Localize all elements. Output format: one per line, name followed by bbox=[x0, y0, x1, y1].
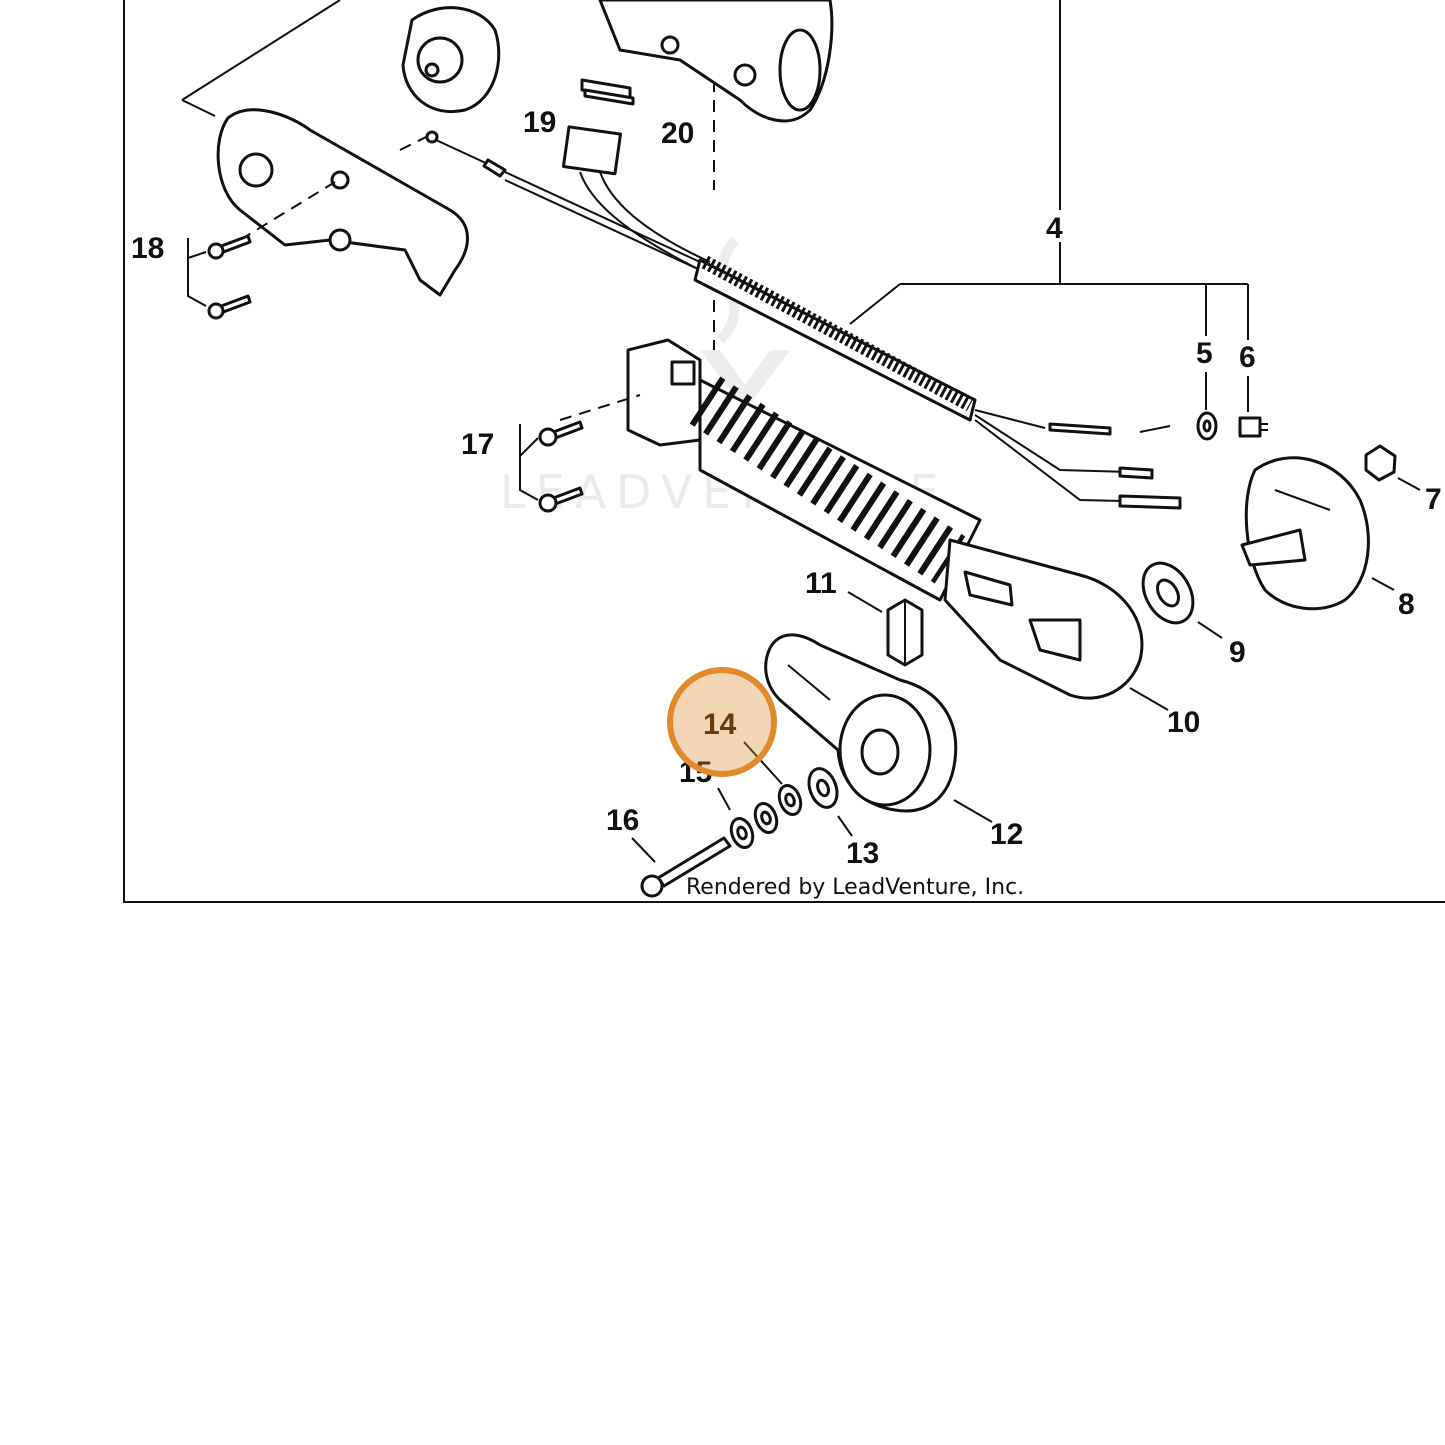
callout-20[interactable]: 20 bbox=[661, 117, 694, 150]
diagram-frame bbox=[123, 0, 1445, 903]
part-5-nut bbox=[1196, 411, 1218, 441]
callout-17[interactable]: 17 bbox=[461, 428, 494, 461]
callout-12[interactable]: 12 bbox=[990, 818, 1023, 851]
part-18-screws bbox=[187, 234, 252, 320]
callout-7[interactable]: 7 bbox=[1425, 483, 1442, 516]
part-12-lever bbox=[764, 633, 993, 823]
callout-18[interactable]: 18 bbox=[131, 232, 164, 265]
part-7-nut bbox=[1364, 444, 1421, 491]
callout-8[interactable]: 8 bbox=[1398, 588, 1415, 621]
part-8-cap bbox=[1240, 456, 1395, 611]
callout-11[interactable]: 11 bbox=[805, 567, 837, 600]
callout-5[interactable]: 5 bbox=[1196, 337, 1213, 370]
throttle-cable bbox=[425, 130, 701, 271]
part-10-handle-body bbox=[943, 538, 1169, 711]
highlight-ring bbox=[667, 667, 777, 777]
part-11-block bbox=[847, 591, 924, 667]
part-19-housing bbox=[401, 6, 501, 113]
callout-10[interactable]: 10 bbox=[1167, 706, 1200, 739]
highlighted-callout-14[interactable]: 14 bbox=[667, 667, 777, 777]
part-9-washer bbox=[1141, 561, 1223, 639]
callout-13[interactable]: 13 bbox=[846, 837, 879, 870]
part-17-screws bbox=[519, 420, 584, 513]
part-18-cover bbox=[216, 108, 469, 297]
part-15-washers bbox=[717, 787, 779, 850]
callout-14[interactable]: 14 bbox=[703, 708, 737, 741]
callout-labels: 4 5 6 7 8 9 10 11 12 13 15 16 17 18 19 2… bbox=[131, 106, 1442, 870]
part-20-clip bbox=[580, 78, 635, 106]
part-6-fitting bbox=[1238, 416, 1268, 438]
handle-top-housing bbox=[598, 0, 834, 123]
handle-grip bbox=[559, 338, 982, 602]
callout-19[interactable]: 19 bbox=[523, 106, 556, 139]
callout-6[interactable]: 6 bbox=[1239, 341, 1256, 374]
part-13-washer bbox=[807, 767, 853, 837]
switch-part bbox=[561, 125, 711, 271]
callout-4[interactable]: 4 bbox=[1046, 212, 1063, 245]
part-16-bolt bbox=[631, 836, 732, 898]
callout-9[interactable]: 9 bbox=[1229, 636, 1246, 669]
bracket-lines bbox=[181, 0, 1249, 412]
callout-16[interactable]: 16 bbox=[606, 804, 639, 837]
cable-spring bbox=[693, 255, 1182, 510]
part-14-washer bbox=[743, 741, 803, 817]
footer-credit: Rendered by LeadVenture, Inc. bbox=[686, 875, 1024, 900]
